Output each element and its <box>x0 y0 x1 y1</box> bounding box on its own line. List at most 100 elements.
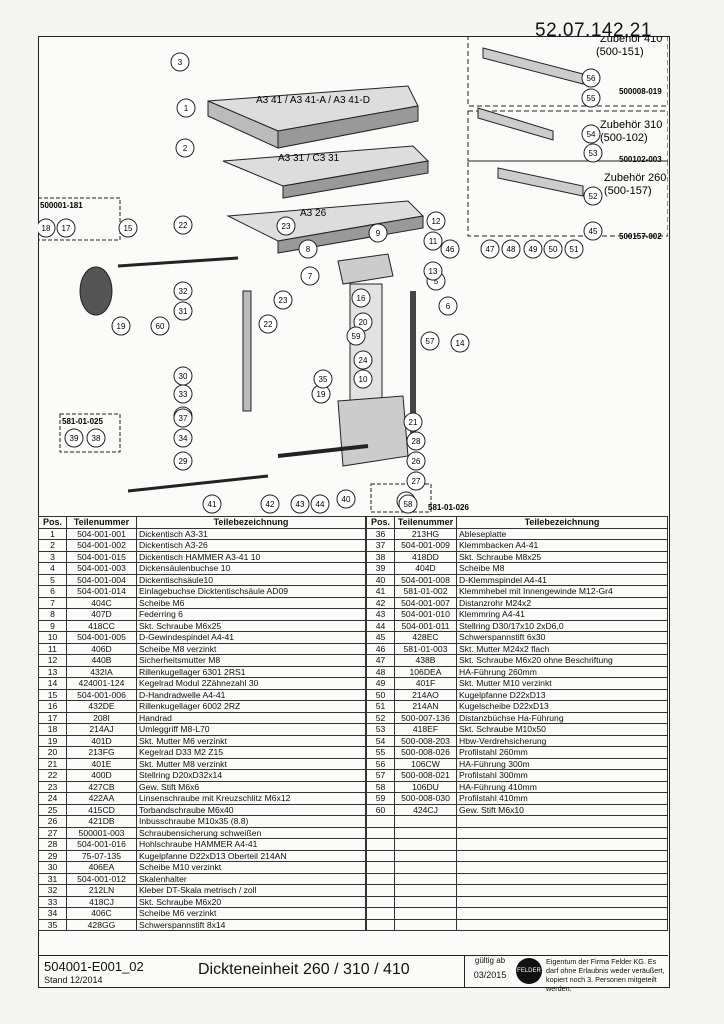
cell-num: 504-001-010 <box>394 608 457 621</box>
balloon-label: 24 <box>359 356 368 365</box>
cell-desc: HA-Führung 410mm <box>456 780 668 793</box>
balloon-label: 34 <box>179 434 188 443</box>
balloon-label: 23 <box>282 222 291 231</box>
balloon-circle <box>173 281 193 301</box>
cell-desc: Profilstahl 300mm <box>456 769 668 782</box>
cell-num: 400D <box>66 769 137 782</box>
cell-num: 504-001-015 <box>66 550 137 563</box>
cell-pos: 56 <box>366 757 395 770</box>
cell-pos: 53 <box>366 723 395 736</box>
cell-num: 500-008-030 <box>394 792 457 805</box>
balloon-circle <box>543 239 563 259</box>
cell-num: 212LN <box>66 884 137 897</box>
balloon-label: 21 <box>409 418 418 427</box>
balloon-label: 47 <box>486 245 495 254</box>
header-description: Teilebezeichnung <box>456 516 668 529</box>
balloon-label: 12 <box>432 217 441 226</box>
cell-desc: Torbandschraube M6x40 <box>136 803 366 816</box>
cell-pos: 4 <box>38 562 67 575</box>
balloon-label: 11 <box>429 237 438 246</box>
balloon-label: 42 <box>266 500 275 509</box>
balloon-label: 1 <box>184 104 189 113</box>
balloon-circle <box>583 186 603 206</box>
cell-pos: 37 <box>366 539 395 552</box>
balloon-label: 22 <box>264 320 273 329</box>
table-label-a331: A3 31 / C3 31 <box>278 153 340 164</box>
empty-row <box>366 849 668 862</box>
header-pos: Pos. <box>366 516 395 529</box>
balloon-label: 13 <box>429 267 438 276</box>
cell-num: 75-07-135 <box>66 849 137 862</box>
cell-num: 401E <box>66 757 137 770</box>
header-part-number: Teilenummer <box>394 516 457 529</box>
balloon-circle <box>583 143 603 163</box>
balloon-circle <box>173 451 193 471</box>
balloon-circle <box>173 408 193 428</box>
empty-row <box>366 815 668 828</box>
balloon-label: 15 <box>124 224 133 233</box>
empty-row <box>366 861 668 874</box>
cell-num: 581-01-003 <box>394 642 457 655</box>
cell-desc: Distanzbüchse Ha-Führung <box>456 711 668 724</box>
balloon-label: 29 <box>179 457 188 466</box>
balloon-label: 30 <box>179 372 188 381</box>
balloon-label: 45 <box>589 227 598 236</box>
accessory-260: Zubehör 260 (500-157) 500157-002 <box>467 160 668 241</box>
balloon-label: 52 <box>589 192 598 201</box>
cell-num: 504-001-008 <box>394 573 457 586</box>
balloon-circle <box>353 350 373 370</box>
cell-pos: 15 <box>38 688 67 701</box>
balloon-circle <box>346 326 366 346</box>
balloon-circle <box>202 494 222 514</box>
cell-desc: Skt. Schraube M6x20 <box>136 895 366 908</box>
table-a326: A3 26 <box>226 200 425 254</box>
balloon-circle <box>298 239 318 259</box>
cell-desc: Rillenkugellager 6002 2RZ <box>136 700 366 713</box>
cell-pos: 10 <box>38 631 67 644</box>
balloon-label: 20 <box>359 318 368 327</box>
cell-desc: Einlagebuchse Dicktentischsäule AD09 <box>136 585 366 598</box>
cell-desc: Rillenkugellager 6301 2RS1 <box>136 665 366 678</box>
header-part-number: Teilenummer <box>66 516 137 529</box>
cell-num: 424001-124 <box>66 677 137 690</box>
cell-pos: 60 <box>366 803 395 816</box>
balloon-label: 17 <box>62 224 71 233</box>
balloon-label: 35 <box>319 375 328 384</box>
cell-desc: Kugelscheibe D22xD13 <box>456 700 668 713</box>
cell-pos: 55 <box>366 746 395 759</box>
balloon-circle <box>353 369 373 389</box>
cell-num: 406EA <box>66 861 137 874</box>
balloon-label: 60 <box>156 322 165 331</box>
cell-pos: 51 <box>366 700 395 713</box>
cell-pos: 16 <box>38 700 67 713</box>
balloon-circle <box>423 231 443 251</box>
cell-num: 213HG <box>394 527 457 540</box>
cell-pos: 41 <box>366 585 395 598</box>
cell-pos: 48 <box>366 665 395 678</box>
cell-num: 401D <box>66 734 137 747</box>
cell-pos: 13 <box>38 665 67 678</box>
cell-num: 428GG <box>66 918 137 931</box>
table-label-a326: A3 26 <box>300 208 327 219</box>
balloon-circle <box>38 218 56 238</box>
cell-desc: Distanzrohr M24x2 <box>456 596 668 609</box>
empty-row <box>366 907 668 920</box>
cell-num: 438B <box>394 654 457 667</box>
empty-row <box>366 872 668 885</box>
balloon-label: 32 <box>179 287 188 296</box>
balloon-label: 31 <box>179 307 188 316</box>
